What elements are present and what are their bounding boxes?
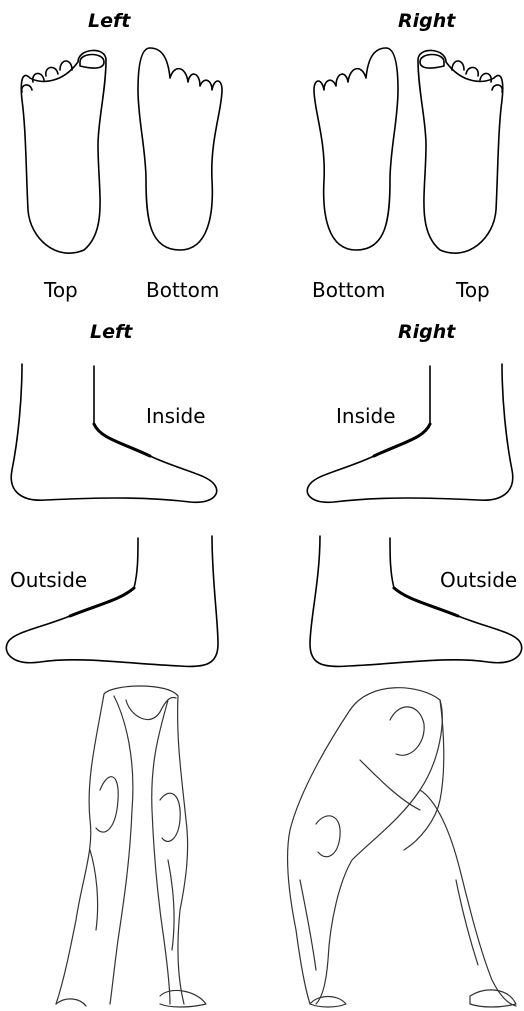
left-foot-top-view (21, 50, 106, 253)
label-right-bottom: Bottom (312, 278, 385, 302)
label-left-inside: Inside (146, 404, 206, 428)
header-mid-right: Right (398, 321, 455, 343)
left-foot-inside-view (11, 364, 216, 502)
header-mid-left: Left (90, 321, 132, 343)
header-top-right: Right (398, 10, 455, 32)
left-foot-outside-view (6, 536, 218, 666)
label-right-outside: Outside (440, 568, 517, 592)
left-foot-bottom-view (138, 48, 222, 250)
legs-side-sketch (288, 688, 516, 1007)
legs-front-sketch (56, 686, 206, 1007)
header-top-left: Left (88, 10, 130, 32)
label-left-bottom: Bottom (146, 278, 219, 302)
label-right-inside: Inside (336, 404, 396, 428)
right-foot-outside-view (310, 536, 522, 666)
right-foot-inside-view (307, 364, 512, 502)
label-left-top: Top (44, 278, 78, 302)
right-foot-top-view (418, 50, 503, 253)
label-left-outside: Outside (10, 568, 87, 592)
right-foot-bottom-view (314, 48, 398, 250)
label-right-top: Top (456, 278, 490, 302)
